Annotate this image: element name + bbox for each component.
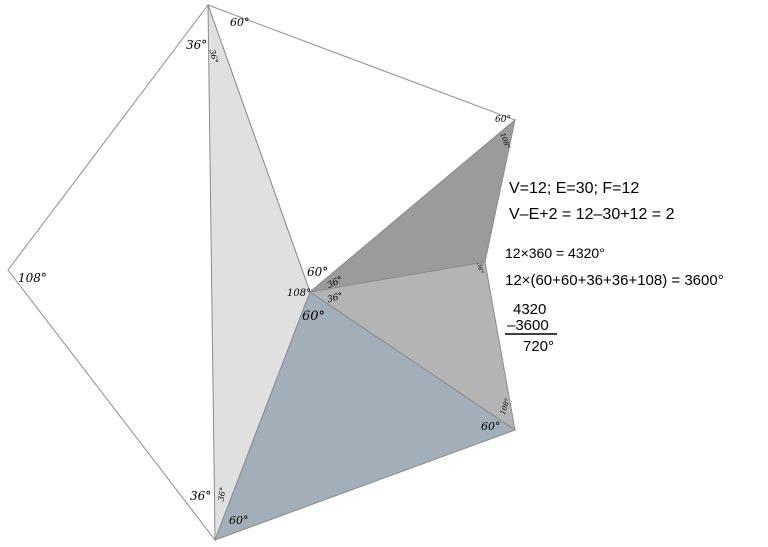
angle-label-108-center: 108° — [287, 288, 311, 299]
angle-label-36-bottom-inner: 36° — [217, 486, 228, 502]
angle-label-108-left: 108° — [18, 271, 47, 285]
angle-label-36-right-mid: 36° — [476, 263, 485, 275]
subtraction-minuend: 4320 — [513, 301, 546, 318]
subtraction-difference: 720° — [523, 338, 554, 355]
angle-label-36-top-outer: 36° — [186, 38, 207, 52]
total-angles-equation: 12×360 = 4320° — [505, 245, 605, 261]
angle-label-60-top: 60° — [230, 16, 250, 29]
face-angles-equation: 12×(60+60+36+36+108) = 3600° — [505, 272, 724, 289]
angle-label-36-center-lower: 36° — [326, 292, 344, 306]
angle-label-36-top-inner: 36° — [207, 48, 219, 64]
angle-label-60-center: 60° — [307, 265, 328, 279]
blue-gray-face — [214, 291, 517, 541]
subtraction-subtrahend: –3600 — [507, 317, 549, 334]
angle-label-60-center-lower: 60° — [302, 309, 325, 324]
angle-label-36-bottom-outer: 36° — [190, 489, 211, 503]
angle-label-60-right-lower: 60° — [481, 420, 501, 433]
angle-label-60-right-upper: 60° — [495, 115, 511, 125]
angle-label-60-bottom: 60° — [229, 514, 249, 527]
euler-check: V–E+2 = 12–30+12 = 2 — [509, 206, 675, 223]
euler-counts: V=12; E=30; F=12 — [509, 180, 639, 197]
